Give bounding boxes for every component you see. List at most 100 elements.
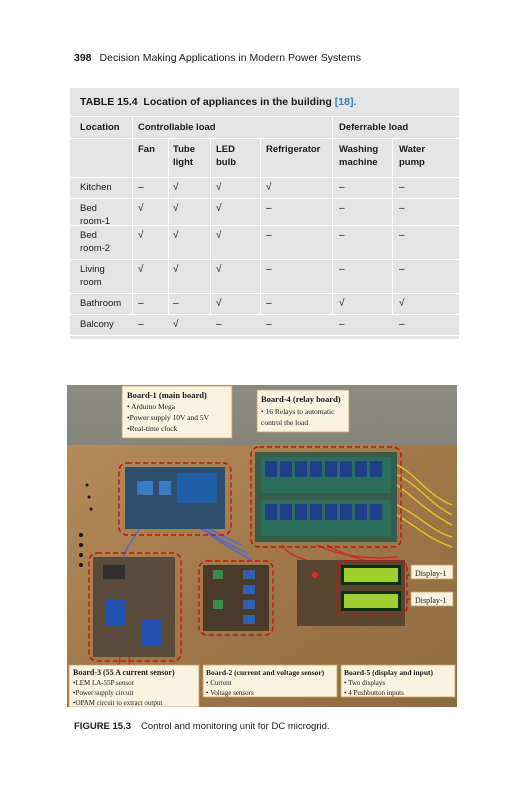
table-cell: – xyxy=(399,264,405,275)
row-location: Bed xyxy=(80,230,97,241)
board4-item-2: control the load xyxy=(261,418,308,427)
board4-item-1: • 16 Relays to automatic xyxy=(261,407,335,416)
column-header: bulb xyxy=(216,157,237,168)
table-rule xyxy=(70,225,459,226)
table-rule xyxy=(70,138,459,139)
table-column-rule xyxy=(260,138,261,314)
column-header: light xyxy=(173,157,194,168)
table-cell: – xyxy=(339,319,345,330)
table-cell: √ xyxy=(173,319,179,330)
table-rule xyxy=(70,259,459,260)
table-column-rule xyxy=(392,138,393,314)
relay-board-pcb xyxy=(255,452,397,542)
figure-caption: FIGURE 15.3 Control and monitoring unit f… xyxy=(74,721,330,732)
page-number: 398 xyxy=(74,52,92,64)
row-location: Living xyxy=(80,264,105,275)
table-cell: – xyxy=(266,264,272,275)
table-cell: – xyxy=(399,203,405,214)
table-column-rule xyxy=(168,138,169,314)
column-header: Tube xyxy=(173,144,195,155)
table-cell: √ xyxy=(216,230,222,241)
table-cell: – xyxy=(266,319,272,330)
table-cell: – xyxy=(138,298,144,309)
table-rule xyxy=(70,198,459,199)
table-cell: – xyxy=(173,298,179,309)
table-cell: – xyxy=(399,230,405,241)
figure-caption-text: Control and monitoring unit for DC micro… xyxy=(141,721,330,732)
column-header: machine xyxy=(339,157,378,168)
table-column-rule xyxy=(332,138,333,314)
annotation-board2: Board-2 (current and voltage sensor) • C… xyxy=(202,664,338,698)
table-cell: – xyxy=(138,182,144,193)
table-title-text: Location of appliances in the building xyxy=(143,96,332,108)
board3-item-3: •OPAM circuit to extract output xyxy=(73,699,162,707)
display-board xyxy=(297,560,405,626)
annotation-board1: Board-1 (main board) • Arduino Mega •Pow… xyxy=(121,385,233,439)
table-cell: – xyxy=(339,203,345,214)
table-cell: √ xyxy=(266,182,272,193)
screw-holes xyxy=(79,483,93,567)
table-rule xyxy=(70,314,459,315)
table-cell: √ xyxy=(138,203,144,214)
column-header: Water xyxy=(399,144,426,155)
row-location: Kitchen xyxy=(80,182,112,193)
running-head-title: Decision Making Applications in Modern P… xyxy=(99,52,361,64)
table-cell: √ xyxy=(399,298,405,309)
table-cell: √ xyxy=(339,298,345,309)
display-labels: Display-1 Display-1 xyxy=(410,564,454,607)
row-location: room-1 xyxy=(80,216,111,227)
highlight-boxes xyxy=(88,446,410,662)
table-rule xyxy=(70,293,459,294)
column-header: LED xyxy=(216,144,235,155)
table-cell: – xyxy=(339,230,345,241)
table-label: TABLE 15.4 xyxy=(80,96,138,108)
table-cell: – xyxy=(216,319,222,330)
row-location: Balcony xyxy=(80,319,114,330)
annotation-board4: Board-4 (relay board) • 16 Relays to aut… xyxy=(256,389,350,433)
annotation-board3: Board-3 (55 A current sensor) •LEM LA-55… xyxy=(68,664,200,708)
table-cell: √ xyxy=(216,264,222,275)
board3-item-1: •LEM LA-55P sensor xyxy=(73,679,135,687)
board2-item-1: • Current xyxy=(206,679,232,687)
row-location: room xyxy=(80,277,102,288)
column-header: pump xyxy=(399,157,425,168)
table-reference[interactable]: [18]. xyxy=(334,96,357,108)
header-deferrable-load: Deferrable load xyxy=(339,122,409,133)
row-location: room-2 xyxy=(80,243,111,254)
main-board xyxy=(125,467,225,529)
table-rule xyxy=(70,335,459,336)
table-cell: – xyxy=(138,319,144,330)
table-column-rule xyxy=(210,138,211,314)
column-header: Refrigerator xyxy=(266,144,321,155)
board3-title: Board-3 (55 A current sensor) xyxy=(73,668,175,677)
table-rule xyxy=(70,177,459,178)
table-cell: √ xyxy=(216,298,222,309)
row-location: Bed xyxy=(80,203,97,214)
table-cell: – xyxy=(339,264,345,275)
table-column-rule xyxy=(132,116,133,138)
table-cell: – xyxy=(399,319,405,330)
figure-label: FIGURE 15.3 xyxy=(74,721,132,732)
board1-item-3: •Real-time clock xyxy=(127,424,178,433)
board5-title: Board-5 (display and input) xyxy=(344,668,433,677)
board1-title: Board-1 (main board) xyxy=(127,390,207,400)
table-cell: √ xyxy=(173,203,179,214)
appliance-table: TABLE 15.4 Location of appliances in the… xyxy=(70,88,459,339)
table-cell: – xyxy=(266,203,272,214)
annotation-board5: Board-5 (display and input) • Two displa… xyxy=(340,664,456,698)
column-header: Washing xyxy=(339,144,379,155)
table-cell: – xyxy=(399,182,405,193)
display2-label: Display-1 xyxy=(415,596,447,605)
table-column-rule xyxy=(132,138,133,314)
table-cell: √ xyxy=(173,230,179,241)
table-cell: – xyxy=(266,298,272,309)
header-controllable-load: Controllable load xyxy=(138,122,216,133)
table-cell: √ xyxy=(216,203,222,214)
board2-item-2: • Voltage sensors xyxy=(206,689,254,697)
figure-photo-svg: Board-1 (main board) • Arduino Mega •Pow… xyxy=(67,385,457,708)
table-title: TABLE 15.4 Location of appliances in the… xyxy=(80,96,356,108)
board3-item-2: •Power supply circuit xyxy=(73,689,133,697)
table-cell: √ xyxy=(173,182,179,193)
board5-item-2: • 4 Pushbutton inputs xyxy=(344,689,404,697)
board4-title: Board-4 (relay board) xyxy=(261,394,341,404)
